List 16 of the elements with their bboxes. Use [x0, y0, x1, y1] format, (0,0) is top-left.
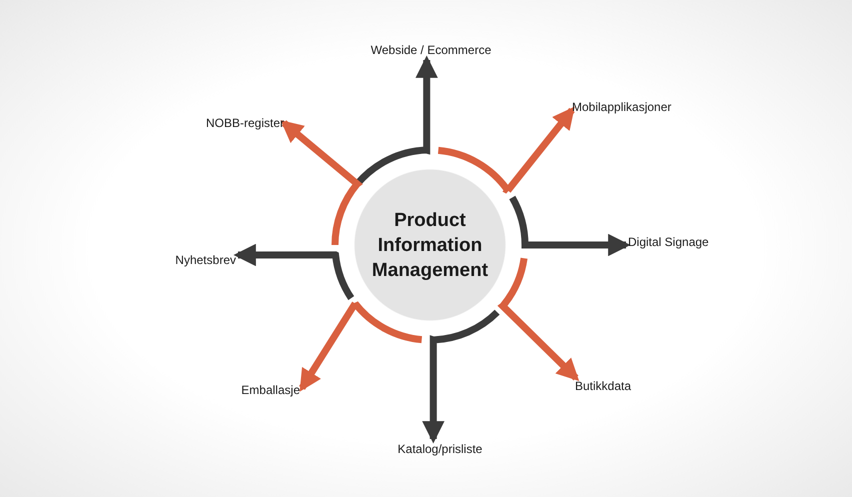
arrow	[234, 244, 354, 300]
channel-label: Digital Signage	[628, 235, 709, 249]
arrow	[299, 300, 422, 392]
arrow	[499, 258, 580, 382]
channel-label: Mobilapplikasjoner	[572, 100, 672, 114]
channel-label: Nyhetsbrev	[175, 253, 236, 267]
arrow	[438, 106, 575, 194]
hub-title: Product Information Management	[370, 208, 490, 282]
channel-label: Butikkdata	[575, 379, 632, 393]
arrow	[354, 56, 438, 186]
arrow	[422, 310, 500, 444]
channel-label: Webside / Ecommerce	[370, 43, 492, 57]
arrow	[509, 196, 630, 256]
arrow	[280, 120, 361, 246]
channel-label: Emballasje	[241, 383, 300, 397]
channel-label: Katalog/prisliste	[398, 442, 482, 456]
